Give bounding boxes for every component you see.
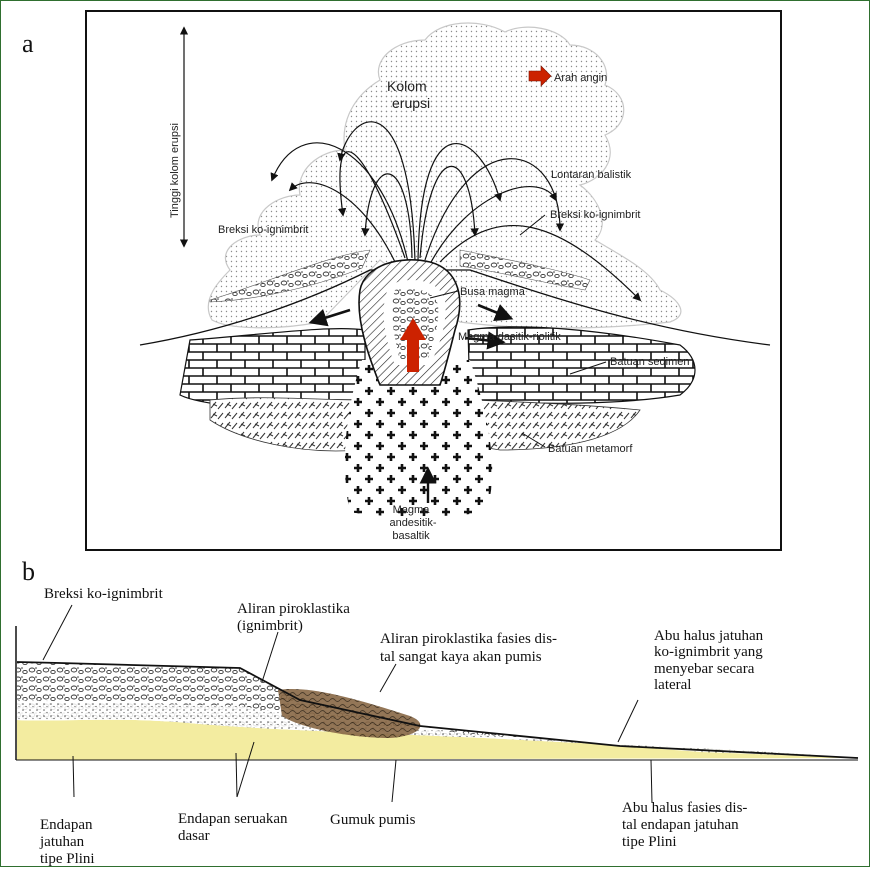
- pyroclastic-flow-label-1: Aliran piroklastika: [237, 601, 350, 617]
- distal-flow-label-1: Aliran piroklastika fasies dis-: [380, 631, 557, 647]
- breccia-left-label: Breksi ko-ignimbrit: [218, 224, 308, 236]
- distal-fine-ash-label-3: tipe Plini: [622, 834, 677, 850]
- base-surge-label-2: dasar: [178, 828, 210, 844]
- dacitic-magma-label: Magma dasitik-riolitik: [458, 331, 561, 343]
- pumice-dune-label: Gumuk pumis: [330, 812, 416, 828]
- eruption-column-label-1: Kolom: [387, 78, 427, 94]
- fine-ash-coign-label-3: menyebar secara: [654, 661, 755, 677]
- breccia-label-b: Breksi ko-ignimbrit: [44, 586, 164, 602]
- distal-fine-ash-label-1: Abu halus fasies dis-: [622, 800, 747, 816]
- sedimentary-label: Batuan sedimen: [610, 356, 690, 368]
- distal-fine-ash-label-2: tal endapan jatuhan: [622, 817, 739, 833]
- magma-foam-label: Busa magma: [460, 286, 526, 298]
- pyroclastic-flow-label-2: (ignimbrit): [237, 618, 303, 634]
- fine-ash-coign-label-1: Abu halus jatuhan: [654, 628, 764, 644]
- ballistic-label: Lontaran balistik: [551, 169, 632, 181]
- panel-a-letter: a: [22, 29, 34, 58]
- column-height-label: Tinggi kolom erupsi: [169, 123, 181, 218]
- plinian-fall-label-1: Endapan: [40, 817, 93, 833]
- base-surge-label-1: Endapan seruakan: [178, 811, 288, 827]
- plinian-fall-label-3: tipe Plini: [40, 851, 95, 867]
- andesitic-magma-label-1: Magma: [393, 504, 431, 516]
- plinian-fall-label-2: jatuhan: [39, 834, 85, 850]
- breccia-right-label: Breksi ko-ignimbrit: [550, 209, 640, 221]
- eruption-column-label-2: erupsi: [392, 95, 430, 111]
- andesitic-magma-label-3: basaltik: [392, 530, 430, 542]
- metamorphic-label: Batuan metamorf: [548, 443, 633, 455]
- fine-ash-coign-label-4: lateral: [654, 677, 691, 693]
- panel-b-letter: b: [22, 557, 35, 586]
- distal-flow-label-2: tal sangat kaya akan pumis: [380, 649, 542, 665]
- fine-ash-coign-label-2: ko-ignimbrit yang: [654, 644, 763, 660]
- wind-direction-label: Arah angin: [554, 72, 607, 84]
- andesitic-magma-label-2: andesitik-: [389, 517, 436, 529]
